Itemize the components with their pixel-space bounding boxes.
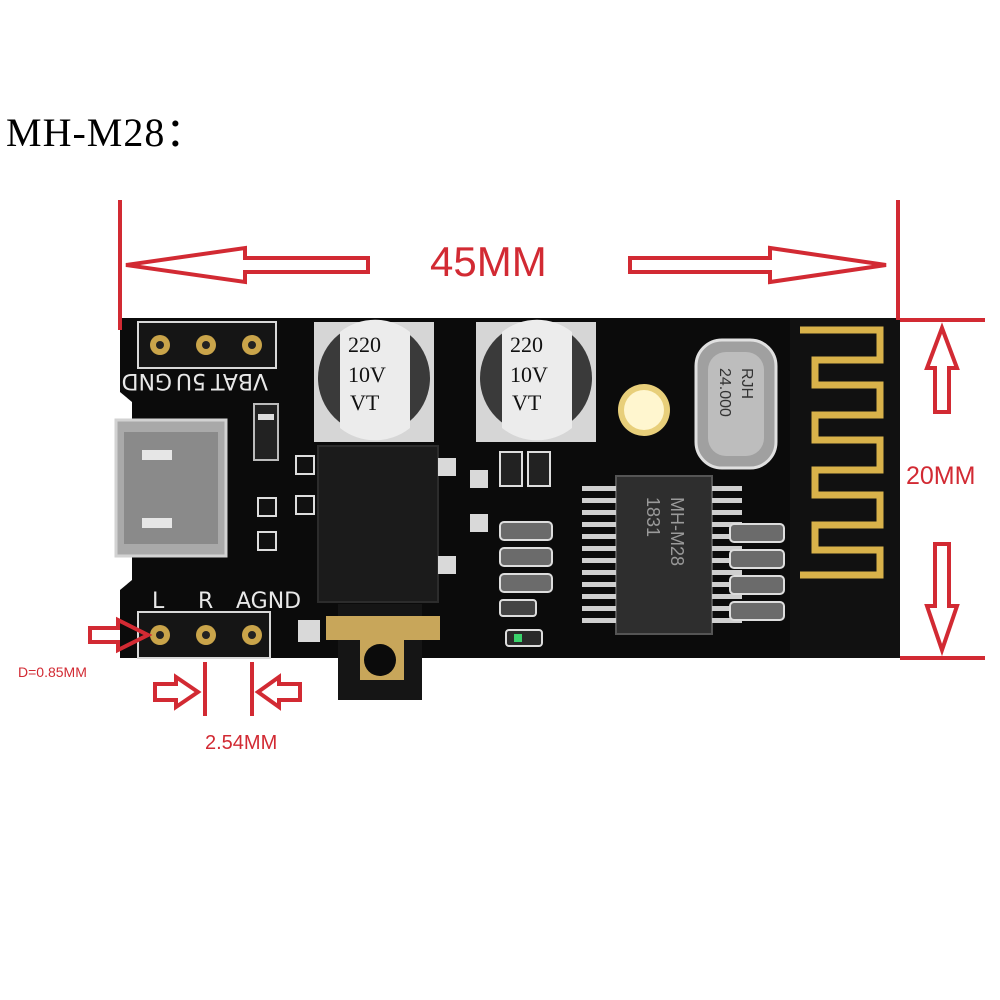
width-arrow-left: [125, 245, 370, 285]
crystal-oscillator: RJH 24.000: [694, 338, 778, 470]
smd-pad: [295, 495, 315, 515]
smd-pad: [257, 531, 277, 551]
pin-label-gnd: GND: [122, 368, 172, 393]
width-arrow-right: [628, 245, 887, 285]
pin-label-r: R: [198, 589, 213, 614]
diode: [253, 403, 279, 461]
antenna-area: [790, 318, 900, 658]
pitch-arrow-left: [153, 673, 202, 711]
pin-diameter-arrow: [88, 616, 153, 654]
pin-label-vbat: VBAT: [211, 368, 268, 393]
height-arrow-down: [924, 542, 960, 657]
audio-jack: [298, 445, 456, 700]
svg-text:VT: VT: [512, 390, 542, 415]
svg-text:220: 220: [510, 332, 543, 357]
svg-text:RJH: RJH: [738, 368, 755, 399]
smd-resistor-array-left: [499, 521, 553, 647]
svg-text:10V: 10V: [510, 362, 548, 387]
smd-resistors-top: [470, 451, 551, 532]
smd-resistor-array-right: [729, 523, 785, 621]
pin-label-5u: 5U: [176, 368, 206, 393]
height-dimension-label: 20MM: [906, 462, 976, 490]
svg-text:MH-M28: MH-M28: [667, 497, 687, 566]
product-title: MH-M28：: [6, 110, 207, 155]
micro-usb-port: [114, 418, 228, 558]
pin-pitch-label: 2.54MM: [205, 732, 278, 754]
main-chip: MH-M28 1831: [582, 475, 742, 635]
antenna-trace: [800, 326, 884, 579]
svg-text:10V: 10V: [348, 362, 386, 387]
smd-pad: [295, 455, 315, 475]
pin-label-l: L: [152, 589, 165, 614]
width-dimension-label: 45MM: [430, 238, 547, 285]
capacitor-2: 220 10V VT: [476, 319, 596, 442]
pitch-arrow-right: [254, 673, 302, 711]
bottom-pin-header: [137, 611, 271, 659]
pin-diameter-label: D=0.85MM: [18, 664, 87, 680]
top-pin-header: [137, 321, 277, 369]
svg-text:24.000: 24.000: [716, 368, 733, 417]
height-arrow-up: [924, 322, 960, 414]
pin-label-agnd: AGND: [236, 589, 301, 614]
capacitor-1: 220 10V VT: [314, 319, 434, 442]
svg-text:VT: VT: [350, 390, 380, 415]
smd-pad: [257, 497, 277, 517]
svg-text:1831: 1831: [643, 497, 663, 537]
svg-text:220: 220: [348, 332, 381, 357]
